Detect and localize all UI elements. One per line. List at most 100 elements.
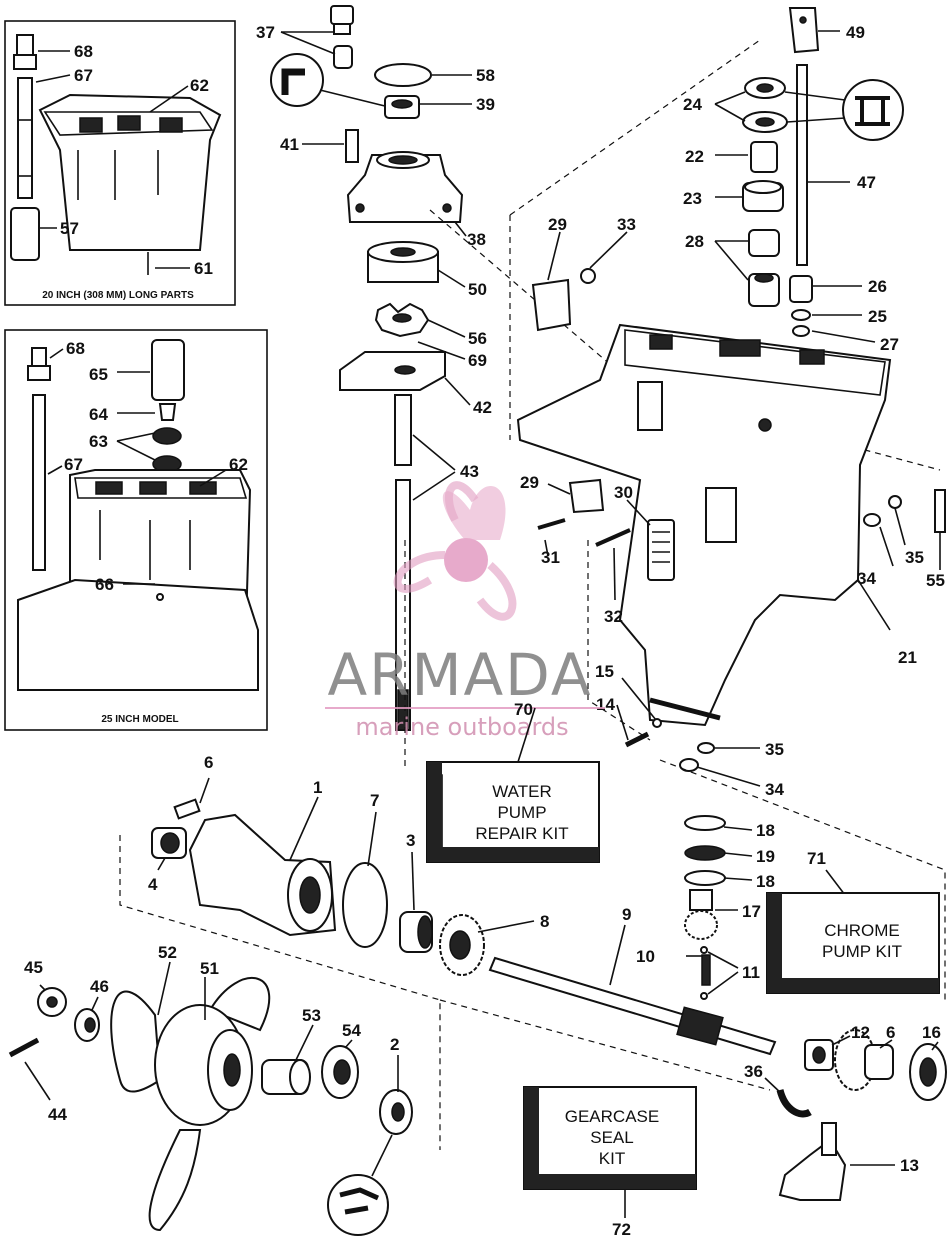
callout-22: 22 xyxy=(685,147,704,166)
callout-30: 30 xyxy=(614,483,633,502)
part-7-oring xyxy=(342,862,388,948)
callout-58: 58 xyxy=(476,66,495,85)
kit-chrome-line2: PUMP KIT xyxy=(822,942,902,961)
callout-16: 16 xyxy=(922,1023,941,1042)
kit-seal-line2: SEAL xyxy=(590,1128,633,1147)
callout-34-b: 34 xyxy=(765,780,784,799)
callout-8: 8 xyxy=(540,912,549,931)
lower-gear-assembly: 6 1 7 3 4 8 18 19 18 17 9 10 11 45 46 52… xyxy=(8,753,947,1236)
part-67-tube-b xyxy=(32,394,46,571)
callout-51: 51 xyxy=(200,959,219,978)
part-38-pump-housing xyxy=(346,151,464,223)
callout-57: 57 xyxy=(60,219,79,238)
part-21-gearcase xyxy=(516,323,892,727)
chrome-pump-kit: CHROME PUMP KIT 71 xyxy=(766,849,940,994)
part-14-screw xyxy=(624,731,650,748)
part-13-shift-yoke xyxy=(778,1122,847,1201)
part-68-fitting-b xyxy=(27,347,51,381)
callout-24: 24 xyxy=(683,95,702,114)
part-27-washer xyxy=(792,325,810,337)
bearing-detail-icon xyxy=(784,79,904,141)
callout-28: 28 xyxy=(685,232,704,251)
part-33-washer xyxy=(580,268,596,284)
callout-41: 41 xyxy=(280,135,299,154)
part-52-propeller xyxy=(110,976,271,1232)
callout-38: 38 xyxy=(467,230,486,249)
part-26-bushing xyxy=(789,275,813,303)
part-47-shift-rod xyxy=(796,64,808,266)
callout-50: 50 xyxy=(468,280,487,299)
part-57-sleeve xyxy=(10,207,40,261)
callout-2: 2 xyxy=(390,1035,399,1054)
callout-19: 19 xyxy=(756,847,775,866)
part-34-plug-lower xyxy=(679,758,699,772)
part-49-connector xyxy=(788,7,820,54)
kit-seal-line3: KIT xyxy=(599,1149,625,1168)
part-17-pinion xyxy=(684,889,718,940)
callout-46: 46 xyxy=(90,977,109,996)
armada-watermark: ARMADA marine outboards xyxy=(325,481,605,741)
callout-9: 9 xyxy=(622,905,631,924)
callout-33: 33 xyxy=(617,215,636,234)
part-53-spacer xyxy=(261,1059,311,1095)
part-50-impeller-cup xyxy=(367,241,439,283)
part-41-screw xyxy=(345,129,359,163)
callout-14: 14 xyxy=(596,695,615,714)
elbow-icon xyxy=(270,53,386,107)
part-4-bushing xyxy=(151,827,187,859)
callout-6: 6 xyxy=(204,753,213,772)
part-3-bearing xyxy=(399,911,433,953)
part-23-bushing xyxy=(742,180,784,212)
callout-53: 53 xyxy=(302,1006,321,1025)
callout-10: 10 xyxy=(636,947,655,966)
part-44-cotter-pin xyxy=(8,1037,40,1058)
part-36-clip xyxy=(776,1088,812,1118)
callout-70: 70 xyxy=(514,700,533,719)
callout-13: 13 xyxy=(900,1156,919,1175)
part-34-plug-right xyxy=(863,513,881,527)
callout-37: 37 xyxy=(256,23,275,42)
callout-61: 61 xyxy=(194,259,213,278)
kit-water-pump-line3: REPAIR KIT xyxy=(475,824,568,843)
callout-31: 31 xyxy=(541,548,560,567)
part-9-propshaft xyxy=(488,956,777,1056)
callout-6-b: 6 xyxy=(886,1023,895,1042)
callout-11: 11 xyxy=(742,963,760,982)
part-43-driveshaft xyxy=(394,394,412,731)
kit-water-pump-line2: PUMP xyxy=(497,803,546,822)
part-66-screw xyxy=(156,593,164,601)
callout-36: 36 xyxy=(744,1062,763,1081)
part-37-grommets xyxy=(330,5,354,69)
part-25-washer xyxy=(791,309,811,321)
callout-69: 69 xyxy=(468,351,487,370)
water-pump-stack: 37 58 39 41 38 50 56 69 42 43 xyxy=(256,5,495,731)
part-16-bearing xyxy=(909,1043,947,1101)
callout-1: 1 xyxy=(313,778,322,797)
inset-25-inch-model: 68 65 64 63 67 62 66 25 INCH MODEL xyxy=(4,329,268,731)
callout-62: 62 xyxy=(190,76,209,95)
part-2-seal xyxy=(379,1089,413,1135)
callout-72: 72 xyxy=(612,1220,631,1239)
part-46-washer xyxy=(74,1008,100,1042)
callout-39: 39 xyxy=(476,95,495,114)
callout-29-b: 29 xyxy=(520,473,539,492)
callout-23: 23 xyxy=(683,189,702,208)
part-64-bushing xyxy=(158,403,177,421)
part-6-gear xyxy=(834,1029,894,1091)
callout-67: 67 xyxy=(74,66,93,85)
callout-62-b: 62 xyxy=(229,455,248,474)
callout-25: 25 xyxy=(868,307,887,326)
part-29-anode-upper xyxy=(531,278,572,332)
seal-detail-icon xyxy=(327,1134,393,1236)
callout-67-b: 67 xyxy=(64,455,83,474)
part-55-screw xyxy=(934,489,946,533)
part-15-washer xyxy=(652,718,662,728)
watermark-tagline: marine outboards xyxy=(355,713,568,741)
callout-52: 52 xyxy=(158,943,177,962)
gearcase-seal-kit: GEARCASE SEAL KIT 72 xyxy=(523,1086,697,1239)
part-58-oring xyxy=(374,63,432,87)
part-39-seal xyxy=(384,95,420,119)
part-32-screw xyxy=(595,528,631,547)
callout-44: 44 xyxy=(48,1105,67,1124)
part-28-bushings xyxy=(748,229,780,307)
